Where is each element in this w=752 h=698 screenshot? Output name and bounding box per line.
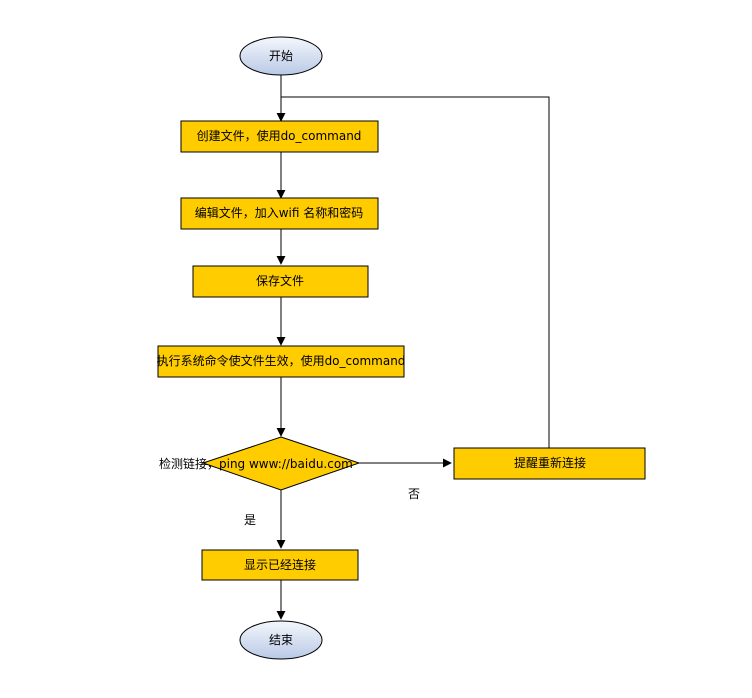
step-reconnect-node: 提醒重新连接 [453,447,646,480]
step-exec-box [157,345,405,378]
start-ellipse [239,36,323,76]
branch-no-label: 否 [408,487,420,501]
step-save-label: 保存文件 [256,273,304,288]
end-label: 结束 [269,633,293,647]
step-edit-box [180,197,379,230]
step-save-node: 保存文件 [192,265,369,298]
step-save-box [192,265,369,298]
step-connected-box [201,549,359,581]
start-node: 开始 [239,36,323,76]
end-node: 结束 [239,620,323,660]
decision-node: 检测链接， ping www://baidu.com [159,436,361,491]
step-connected-label: 显示已经连接 [244,557,316,572]
step-exec-label: 执行系统命令使文件生效，使用do_command [157,353,406,368]
start-label: 开始 [269,49,293,63]
loop-back-line [281,96,550,448]
step-edit-node: 编辑文件，加入wifi 名称和密码 [180,197,379,230]
step-connected-node: 显示已经连接 [201,549,359,581]
step-edit-label: 编辑文件，加入wifi 名称和密码 [195,205,364,220]
step-create-box [180,120,379,153]
step-reconnect-box [453,447,646,480]
end-ellipse [239,620,323,660]
connectors [276,75,550,620]
step-create-node: 创建文件，使用do_command [180,120,379,153]
step-create-label: 创建文件，使用do_command [197,128,362,143]
branch-yes-label: 是 [244,513,256,527]
decision-diamond [201,436,361,491]
decision-label-right: ping www://baidu.com [219,457,353,471]
decision-label-left: 检测链接， [159,456,219,471]
step-reconnect-label: 提醒重新连接 [514,455,586,470]
step-exec-node: 执行系统命令使文件生效，使用do_command [157,345,406,378]
